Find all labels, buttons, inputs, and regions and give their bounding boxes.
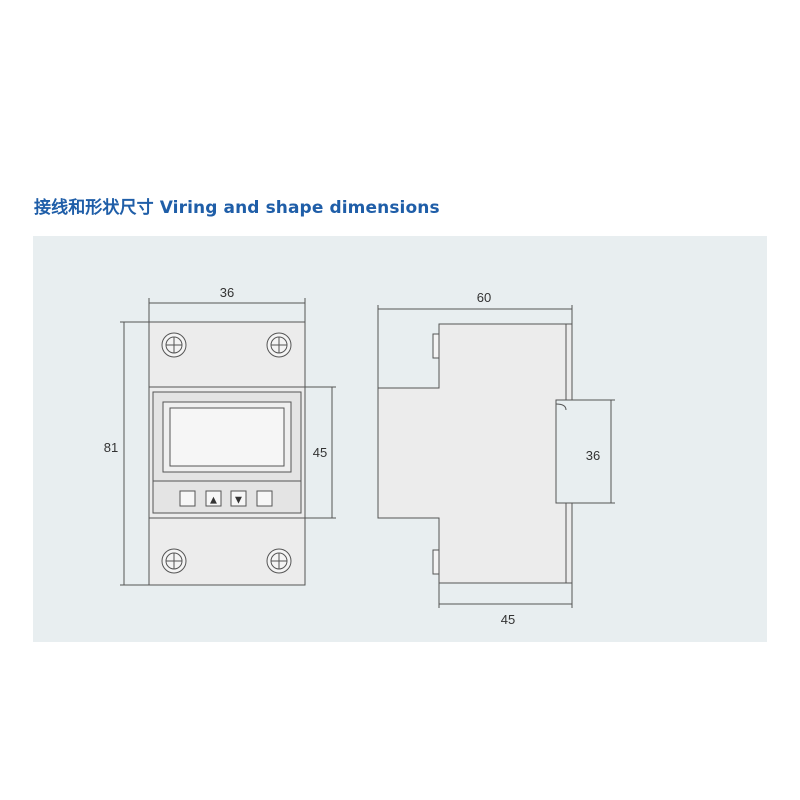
side-terminal-tab-bottom: [432, 549, 440, 575]
screw-terminal-top-right: [266, 332, 292, 358]
side-body-outline: [377, 323, 573, 584]
lcd-display: [169, 407, 285, 467]
side-view: [377, 305, 615, 608]
side-mount-label: 36: [586, 448, 600, 463]
up-arrow-icon: ▲: [210, 496, 217, 506]
side-depth-label: 60: [477, 290, 491, 305]
front-height-label: 81: [104, 440, 118, 455]
blank-button-right: [256, 490, 273, 507]
screw-terminal-bottom-left: [161, 548, 187, 574]
down-arrow-icon: ▼: [235, 496, 242, 506]
screw-terminal-bottom-right: [266, 548, 292, 574]
front-window-label: 45: [313, 445, 327, 460]
down-button: [230, 490, 247, 507]
diagram-title: 接线和形状尺寸 Viring and shape dimensions: [34, 198, 440, 218]
screw-terminal-top-left: [161, 332, 187, 358]
front-buttons: [179, 490, 273, 507]
front-view: [120, 298, 336, 586]
blank-button-left: [179, 490, 196, 507]
side-base-label: 45: [501, 612, 515, 627]
side-terminal-tab-top: [432, 333, 440, 359]
front-width-label: 36: [220, 285, 234, 300]
up-button: [205, 490, 222, 507]
side-rail-clip: [555, 403, 567, 411]
